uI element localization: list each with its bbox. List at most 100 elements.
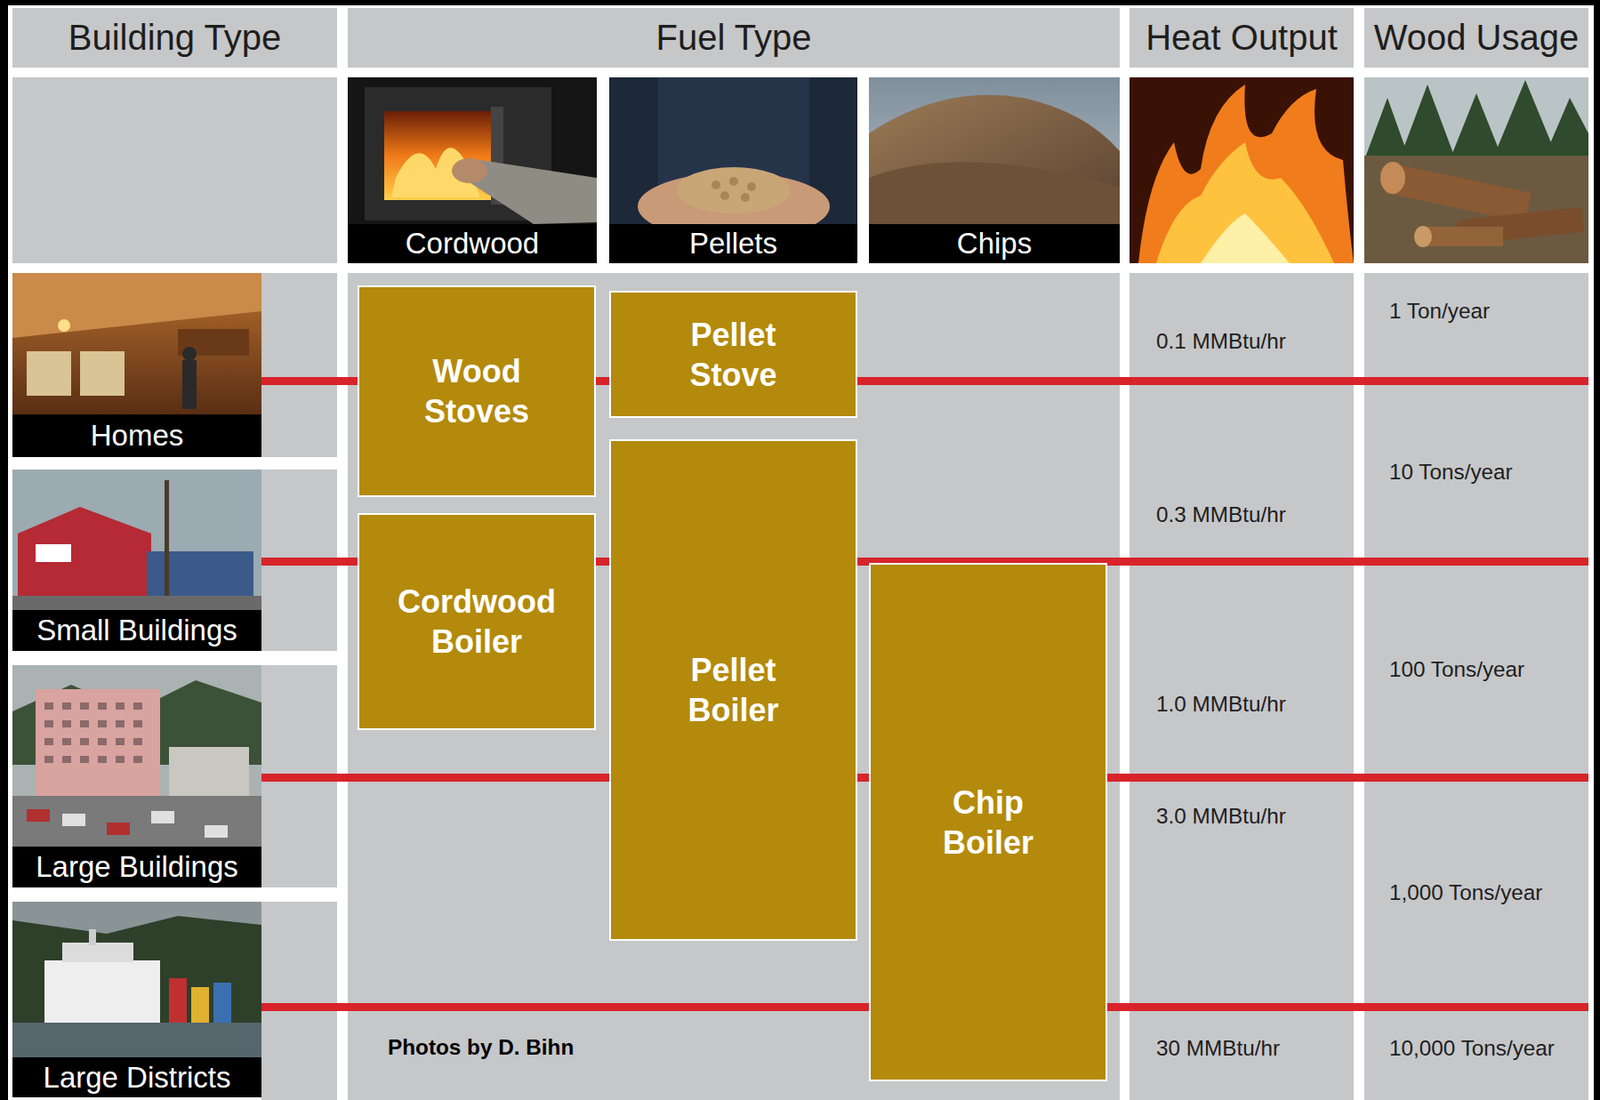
wood-usage-value: 10,000 Tons/year [1389, 1036, 1555, 1062]
illustration-part [609, 77, 858, 264]
illustration-part [747, 182, 756, 192]
wood-usage-value-box: 10,000 Tons/year [1389, 1030, 1587, 1067]
heat-output-value: 3.0 MMBtu/hr [1156, 804, 1287, 829]
illustration-part [12, 414, 262, 458]
illustration-part [106, 822, 130, 836]
illustration-part [88, 929, 97, 946]
building-label: Large Districts [43, 1061, 232, 1095]
building-label: Large Buildings [35, 850, 239, 885]
heat-output-value-box: 30 MMBtu/hr [1156, 1030, 1348, 1067]
building-label-box: Large Buildings [12, 846, 262, 888]
illustration-part [1385, 163, 1532, 224]
illustration-part [133, 702, 143, 710]
large-districts-photo [12, 901, 262, 1098]
illustration-part [115, 720, 125, 728]
homes-photo [12, 273, 262, 458]
heat-output-value: 30 MMBtu/hr [1156, 1036, 1280, 1062]
chips-photo [868, 77, 1120, 264]
illustration-part [80, 738, 89, 746]
photo-credit-box: Photos by D. Bihn [387, 1029, 762, 1066]
illustration-part [204, 825, 228, 838]
illustration-part [62, 702, 72, 710]
building-label: Homes [90, 418, 185, 453]
illustration-part [151, 811, 175, 824]
wood-usage-value-box: 1,000 Tons/year [1389, 875, 1587, 911]
illustration-part [62, 720, 72, 728]
appliance-box: Pellet Stove [609, 290, 858, 419]
illustration-part [12, 77, 338, 264]
fuel-label-box: Cordwood [347, 224, 597, 264]
illustration-part [133, 755, 143, 764]
heat-output-value-box: 1.0 MMBtu/hr [1156, 686, 1348, 723]
illustration-part [12, 1022, 262, 1058]
illustration-part [12, 665, 262, 847]
illustration-part [182, 360, 197, 410]
illustration-part [868, 224, 1120, 264]
illustration-part [97, 720, 107, 728]
heat-output-value: 1.0 MMBtu/hr [1156, 691, 1287, 717]
illustration-part [44, 960, 161, 1023]
illustration-part [347, 77, 597, 264]
illustration-part [62, 942, 134, 963]
illustration-part [868, 95, 1120, 225]
heat-output-value: 0.3 MMBtu/hr [1156, 502, 1287, 528]
illustration-part [62, 813, 86, 827]
illustration-part [12, 795, 262, 847]
illustration-part [12, 846, 262, 888]
logs-photo [1364, 77, 1589, 264]
illustration-part [62, 755, 72, 764]
wood-usage-value: 1,000 Tons/year [1389, 880, 1543, 906]
fuel-label: Pellets [689, 226, 778, 261]
illustration-part [57, 319, 71, 332]
illustration-part [44, 702, 143, 764]
illustration-part [1129, 273, 1354, 1100]
appliance-box: Chip Boiler [868, 562, 1108, 1082]
illustration-part [97, 755, 107, 764]
illustration-part [17, 506, 152, 611]
illustration-part [62, 811, 228, 838]
fuel-label-box: Pellets [609, 224, 858, 264]
illustration-part [12, 273, 262, 415]
illustration-part [97, 738, 107, 746]
small-buildings-photo [12, 469, 262, 652]
header-label: Fuel Type [656, 17, 813, 58]
illustration-part [1129, 77, 1354, 264]
illustration-part [384, 111, 491, 201]
building-label-box: Small Buildings [12, 610, 262, 652]
building-label-box: Large Districts [12, 1057, 262, 1098]
illustration-part [80, 702, 89, 710]
illustration-part [12, 610, 262, 652]
illustration-part [451, 158, 488, 184]
illustration-part [35, 689, 161, 796]
illustration-part [12, 595, 262, 611]
illustration-part [26, 809, 130, 836]
illustration-part [347, 273, 1120, 1100]
illustration-part [35, 544, 72, 563]
illustration-part [164, 480, 169, 611]
illustration-part [115, 738, 125, 746]
illustration-part [711, 180, 721, 190]
column-header: Fuel Type [347, 8, 1120, 68]
illustration-part [1380, 161, 1406, 194]
illustration-part [213, 982, 232, 1023]
illustration-part [12, 273, 262, 338]
illustration-part [12, 1057, 262, 1098]
illustration-part [191, 987, 210, 1023]
illustration-part [133, 738, 143, 746]
illustration-part [1364, 273, 1589, 1100]
illustration-part [80, 755, 89, 764]
column-header: Wood Usage [1364, 8, 1589, 68]
heat-output-value: 0.1 MMBtu/hr [1156, 329, 1287, 354]
box-label: Pellet Boiler [649, 650, 819, 731]
illustration-part [44, 755, 54, 764]
heat-output-value-box: 0.3 MMBtu/hr [1156, 497, 1348, 533]
photo-label-bands [347, 224, 1120, 264]
illustration-part [1138, 84, 1354, 264]
wood-usage-value-box: 10 Tons/year [1389, 454, 1587, 491]
illustration-part [44, 720, 54, 728]
illustration-part [1364, 77, 1589, 264]
illustration-part [261, 901, 338, 1100]
